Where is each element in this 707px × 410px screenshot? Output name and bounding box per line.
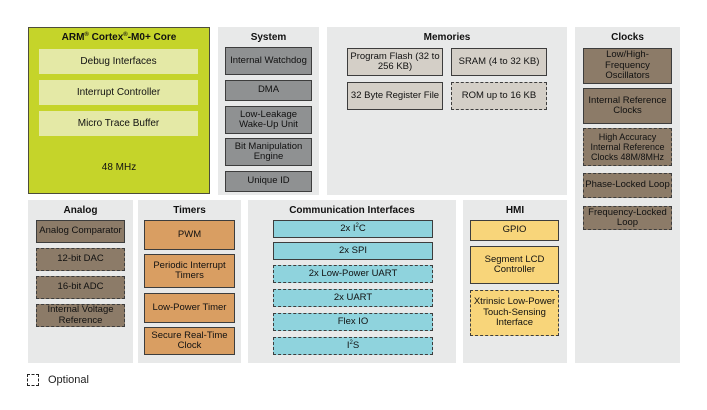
comm-i2c: 2x I2C xyxy=(273,220,433,238)
memory-register-file: 32 Byte Register File xyxy=(347,82,443,110)
system-panel: System Internal Watchdog DMA Low-Leakage… xyxy=(218,27,319,195)
clock-oscillators: Low/High-Frequency Oscillators xyxy=(583,48,672,84)
timers-title: Timers xyxy=(173,205,206,216)
hmi-touch-sensing: Xtrinsic Low-Power Touch-Sensing Interfa… xyxy=(470,290,559,336)
clock-fll: Frequency-Locked Loop xyxy=(583,206,672,230)
analog-panel: Analog Analog Comparator 12-bit DAC 16-b… xyxy=(28,200,133,363)
core-micro-trace-buffer: Micro Trace Buffer xyxy=(39,111,198,136)
legend-label: Optional xyxy=(48,374,89,386)
comm-flexio: Flex IO xyxy=(273,313,433,331)
dashed-box-icon xyxy=(27,374,39,386)
analog-internal-voltage-reference: Internal Voltage Reference xyxy=(36,304,125,327)
comm-panel: Communication Interfaces 2x I2C 2x SPI 2… xyxy=(248,200,456,363)
timer-secure-rtc: Secure Real-Time Clock xyxy=(144,327,235,355)
memories-panel: Memories Program Flash (32 to 256 KB) SR… xyxy=(327,27,567,195)
core-frequency: 48 MHz xyxy=(101,162,137,173)
timers-panel: Timers PWM Periodic Interrupt Timers Low… xyxy=(138,200,241,363)
arm-core-block: ARM® Cortex®-M0+ Core Debug Interfaces I… xyxy=(28,27,210,194)
hmi-segment-lcd: Segment LCD Controller xyxy=(470,246,559,284)
system-title: System xyxy=(250,32,287,43)
clocks-title: Clocks xyxy=(611,32,644,43)
memory-program-flash: Program Flash (32 to 256 KB) xyxy=(347,48,443,76)
core-interrupt-controller: Interrupt Controller xyxy=(39,80,198,105)
clock-high-accuracy-irc: High Accuracy Internal Reference Clocks … xyxy=(583,128,672,166)
clocks-panel: Clocks Low/High-Frequency Oscillators In… xyxy=(575,27,680,363)
system-bit-manipulation-engine: Bit Manipulation Engine xyxy=(225,138,312,166)
memories-title: Memories xyxy=(423,32,471,43)
comm-i2s-label: I2S xyxy=(346,339,360,351)
analog-16bit-adc: 16-bit ADC xyxy=(36,276,125,299)
analog-title: Analog xyxy=(63,205,98,216)
timer-low-power: Low-Power Timer xyxy=(144,293,235,323)
system-dma: DMA xyxy=(225,80,312,101)
comm-uart: 2x UART xyxy=(273,289,433,307)
timer-pit: Periodic Interrupt Timers xyxy=(144,254,235,288)
system-internal-watchdog: Internal Watchdog xyxy=(225,47,312,75)
comm-i2c-label: 2x I2C xyxy=(340,222,366,234)
comm-lpuart: 2x Low-Power UART xyxy=(273,265,433,283)
hmi-panel: HMI GPIO Segment LCD Controller Xtrinsic… xyxy=(463,200,567,363)
analog-12bit-dac: 12-bit DAC xyxy=(36,248,125,271)
memory-rom: ROM up to 16 KB xyxy=(451,82,547,110)
hmi-title: HMI xyxy=(505,205,525,216)
system-low-leakage-wakeup: Low-Leakage Wake-Up Unit xyxy=(225,106,312,134)
legend: Optional xyxy=(27,374,89,386)
system-unique-id: Unique ID xyxy=(225,171,312,192)
core-title: ARM® Cortex®-M0+ Core xyxy=(61,32,177,43)
clock-internal-reference: Internal Reference Clocks xyxy=(583,88,672,124)
memory-sram: SRAM (4 to 32 KB) xyxy=(451,48,547,76)
comm-title: Communication Interfaces xyxy=(289,205,415,216)
core-debug-interfaces: Debug Interfaces xyxy=(39,49,198,74)
timer-pwm: PWM xyxy=(144,220,235,250)
analog-comparator: Analog Comparator xyxy=(36,220,125,243)
comm-spi: 2x SPI xyxy=(273,242,433,260)
hmi-gpio: GPIO xyxy=(470,220,559,241)
comm-i2s: I2S xyxy=(273,337,433,355)
clock-pll: Phase-Locked Loop xyxy=(583,173,672,198)
